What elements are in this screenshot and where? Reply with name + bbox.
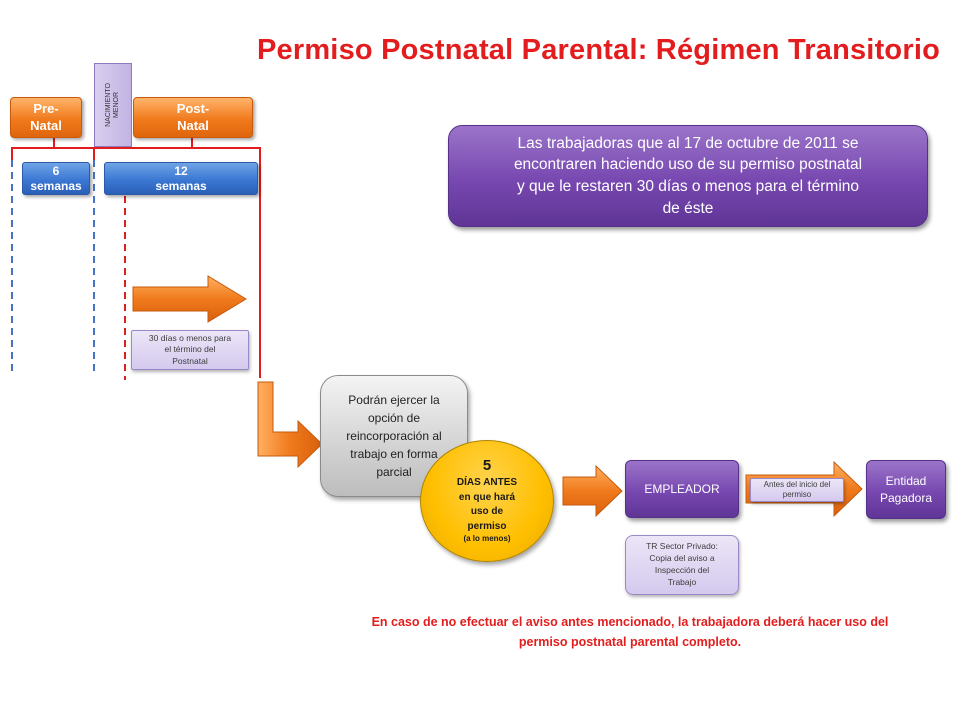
arrow-30days (132, 275, 247, 323)
arrow-to-empleador (562, 464, 623, 518)
footer-note: En caso de no efectuar el aviso antes me… (371, 615, 889, 649)
notice-line1: DÍAS ANTES (456, 477, 518, 488)
post-natal-box: Post- Natal (133, 97, 253, 138)
page-title: Permiso Postnatal Parental: Régimen Tran… (256, 34, 940, 66)
condition-box: Las trabajadoras que al 17 de octubre de… (448, 125, 928, 227)
arrow-bent (257, 381, 323, 469)
nacimiento-menor-label: NACIMIENTO MENOR (104, 83, 120, 127)
weeks-pre-box: 6 semanas (22, 162, 90, 195)
notice-line3: uso de (470, 506, 504, 517)
thirty-days-label: 30 días o menos para el término del Post… (131, 330, 249, 370)
before-start-label: Antes del inicio del permiso (750, 478, 844, 502)
notice-line2: en que hará (458, 491, 516, 503)
bracket-pre (11, 147, 95, 160)
bracket-post (94, 147, 261, 378)
notice-number: 5 (482, 457, 492, 474)
notice-line4: permiso (467, 520, 507, 532)
notice-qualifier: (a lo menos) (463, 534, 511, 543)
pre-natal-box: Pre- Natal (10, 97, 82, 138)
empleador-box: EMPLEADOR (625, 460, 739, 518)
tr-sector-privado-box: TR Sector Privado: Copia del aviso a Ins… (625, 535, 739, 595)
entidad-pagadora-box: Entidad Pagadora (866, 460, 946, 519)
weeks-post-box: 12 semanas (104, 162, 258, 195)
notice-oval: 5 DÍAS ANTES en que hará uso de permiso … (420, 440, 554, 562)
nacimiento-menor-box: NACIMIENTO MENOR (94, 63, 132, 147)
